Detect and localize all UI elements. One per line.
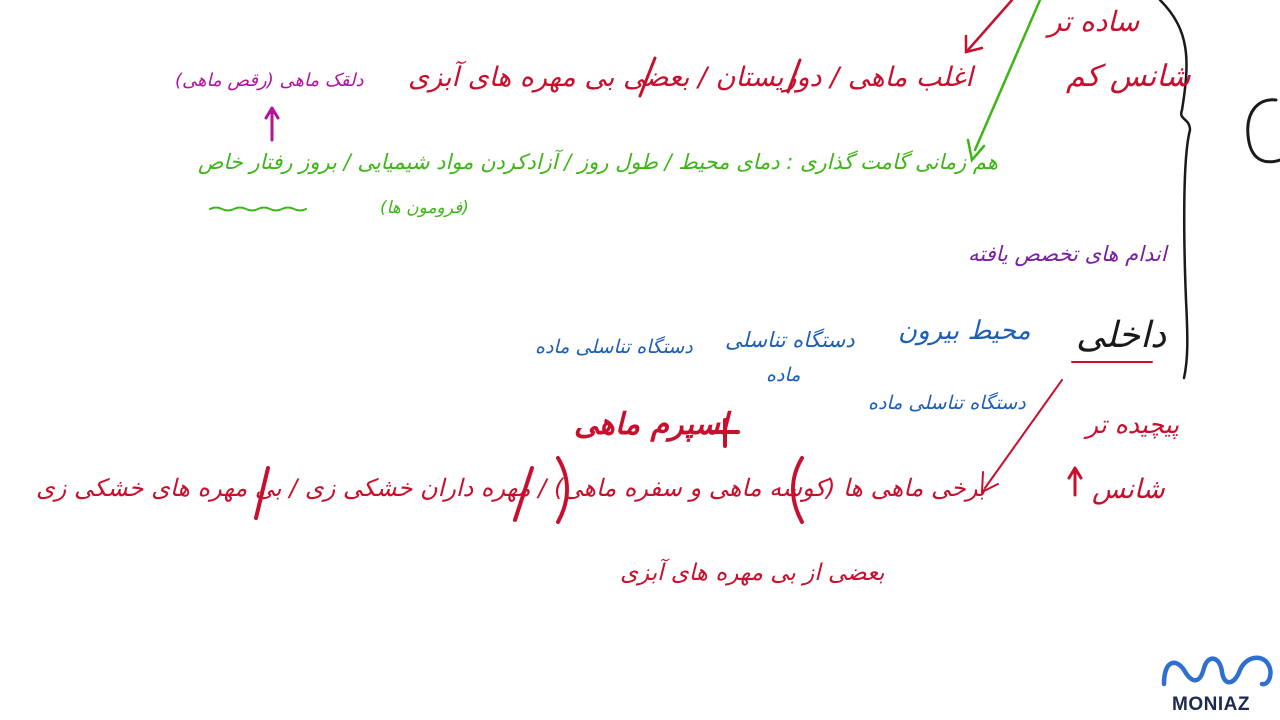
gamete-coordination: هم زمانی گامت گذاری : دمای محیط / طول رو…: [198, 150, 998, 174]
label-chance-high: شانس: [1092, 474, 1165, 505]
outer-female-tract-label: دستگاه تناسلی ماده: [868, 392, 1026, 414]
internal-title: داخلی: [1076, 315, 1167, 356]
pheromone-note: (فرومون ها): [380, 198, 469, 218]
dolphin-dance-note: دلقک ماهی (رقص ماهی): [175, 70, 364, 91]
moniaz-logo-text: MONIAZ: [1172, 694, 1250, 715]
red-slash-2: [254, 466, 270, 520]
red-slash-top-2: [638, 56, 657, 98]
internal-examples: برخی ماهی ها (کوسه ماهی و سفره ماهی) / م…: [36, 474, 986, 502]
female-tract-label: دستگاه تناسلی ماده: [535, 336, 693, 358]
red-paren-left: [791, 456, 804, 524]
male-tract-label-line2: ماده: [766, 364, 801, 386]
red-plus-sign: [710, 418, 740, 448]
specialized-organs-heading: اندام های تخصص یافته: [968, 242, 1167, 266]
fish-sperm-label: اسپرم ماهی: [574, 407, 729, 442]
red-arrow-top: [966, 0, 1014, 52]
aquatic-invertebrates-note: بعضی از بی مهره های آبزی: [620, 560, 885, 586]
male-tract-label-line1: دستگاه تناسلی: [725, 328, 855, 352]
label-simpler: ساده تر: [1048, 5, 1140, 38]
red-slash-1: [513, 466, 534, 522]
red-paren-right: [556, 456, 569, 524]
external-genitalia-label: محیط بیرون: [898, 316, 1031, 346]
red-slash-top-1: [786, 58, 802, 94]
edge-letter-stroke: [1246, 98, 1280, 164]
green-arrow: [973, 0, 1042, 152]
label-more-complex: پیچیده تر: [1086, 410, 1180, 439]
red-arrow-bottom: [984, 379, 1063, 489]
external-examples: اغلب ماهی / دوزیستان / بعضی بی مهره های …: [408, 62, 973, 93]
curly-brace: [1158, 0, 1192, 380]
label-chance-low: شانس کم: [1066, 59, 1191, 94]
green-squiggle-underline: [209, 206, 307, 212]
moniaz-logo-mark: [1161, 655, 1273, 687]
